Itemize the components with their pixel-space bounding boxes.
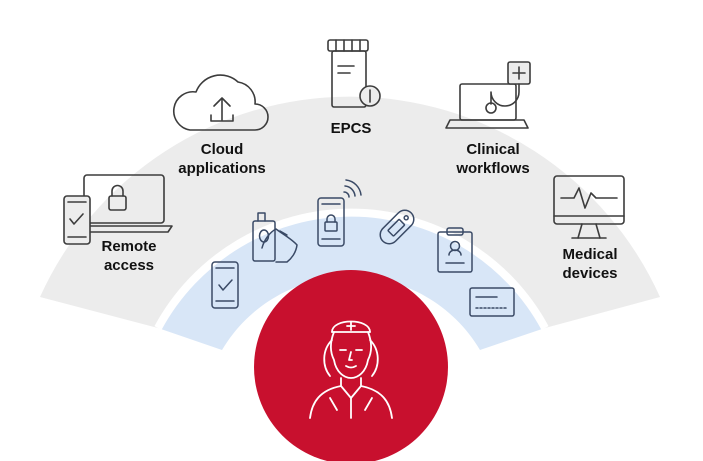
label-epcs: EPCS (316, 119, 386, 138)
label-remote-access-line1: Remote (101, 238, 157, 255)
security-token-icon (379, 209, 415, 245)
label-epcs-line1: EPCS (330, 120, 372, 137)
label-medical-devices-line1: Medical (562, 246, 618, 263)
laptop-stethoscope-icon (445, 61, 531, 129)
badge-clipboard-icon (437, 227, 473, 273)
fingerprint-reader-icon (252, 212, 298, 263)
label-cloud-applications-line1: Cloud (200, 141, 244, 158)
label-clinical-workflows-line2: workflows (456, 160, 530, 177)
label-clinical-workflows-line1: Clinical (466, 141, 520, 158)
label-remote-access-line2: access (103, 257, 155, 274)
label-clinical-workflows: Clinical workflows (446, 140, 540, 178)
phone-wireless-lock-icon (317, 179, 362, 247)
prescription-bottle-icon (327, 39, 381, 108)
phone-check-icon (211, 261, 239, 309)
smart-card-icon (469, 287, 515, 317)
monitor-heartbeat-icon (553, 175, 625, 239)
label-medical-devices: Medical devices (552, 245, 628, 283)
label-medical-devices-line2: devices (562, 265, 618, 282)
center-circle (254, 270, 448, 461)
inner-ring-band (158, 212, 545, 350)
label-remote-access: Remote access (92, 237, 166, 275)
label-cloud-applications: Cloud applications (170, 140, 274, 178)
nurse-icon (309, 320, 393, 419)
laptop-lock-phone-icon (63, 174, 173, 245)
label-cloud-applications-line2: applications (178, 160, 266, 177)
cloud-upload-icon (173, 74, 269, 131)
ring-separator (154, 208, 549, 330)
